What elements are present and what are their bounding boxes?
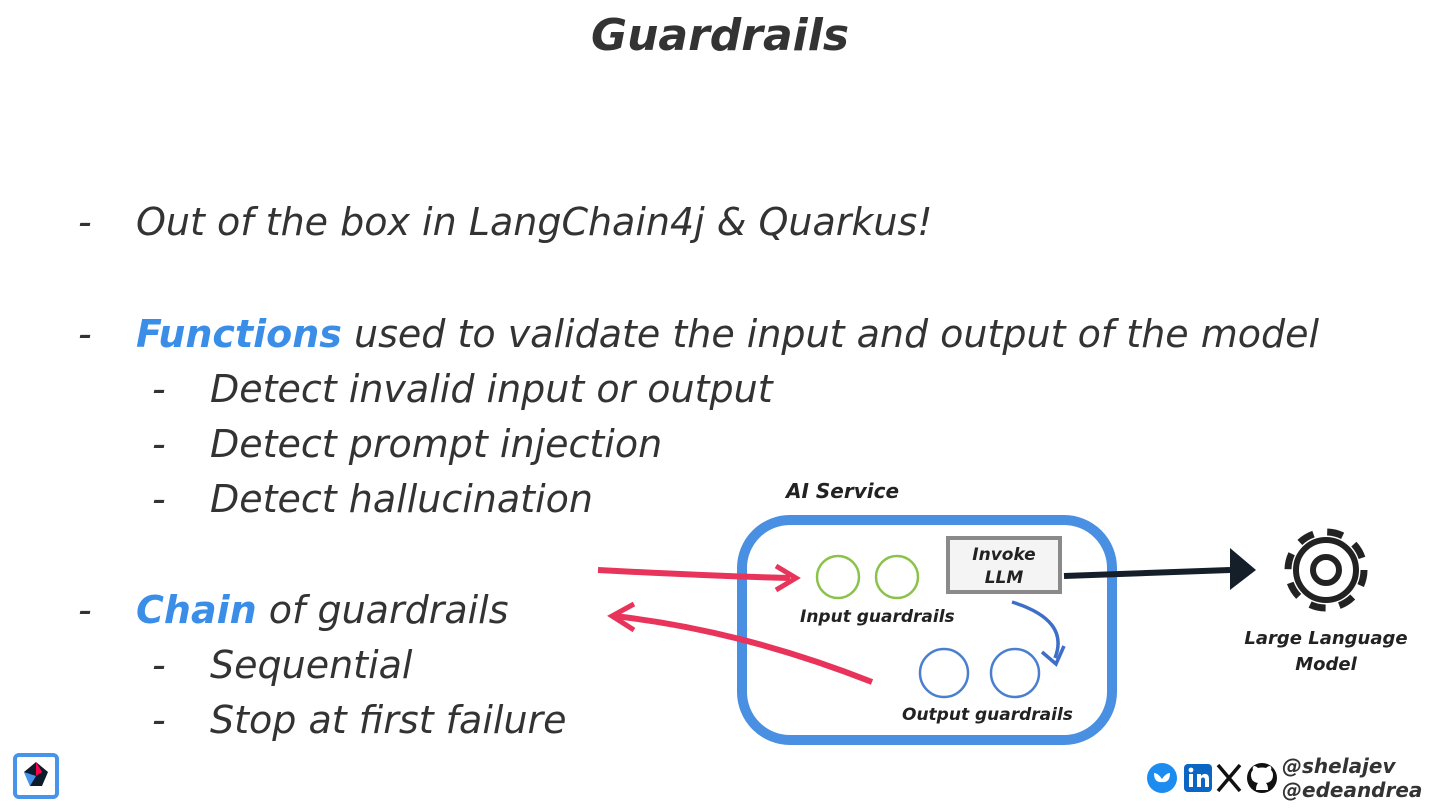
- llm-label-line2: Model: [1295, 654, 1357, 675]
- sub-bullet: -Detect prompt injection: [152, 422, 662, 466]
- x-icon[interactable]: [1216, 763, 1242, 793]
- social-icons: [1147, 763, 1277, 793]
- output-guardrail-circle: [918, 647, 970, 699]
- bullet-functions: -Functions used to validate the input an…: [78, 312, 1319, 356]
- bullet-dash: -: [152, 422, 166, 466]
- input-guardrail-circle: [874, 554, 920, 600]
- sub-bullet-text: Stop at first failure: [210, 698, 567, 742]
- input-guardrails-label: Input guardrails: [800, 607, 955, 627]
- github-icon[interactable]: [1247, 763, 1277, 793]
- sub-bullet-text: Detect hallucination: [210, 477, 593, 521]
- request-in-arrow: [597, 567, 791, 581]
- service-to-llm-arrow: [1063, 567, 1231, 579]
- sub-bullet: -Stop at first failure: [152, 698, 567, 742]
- ai-service-label: AI Service: [784, 479, 899, 503]
- bullet-dash: -: [152, 643, 166, 687]
- linkedin-icon[interactable]: [1184, 764, 1212, 792]
- llm-to-output-arrowhead: [1040, 645, 1066, 667]
- bullet-text: of guardrails: [256, 588, 509, 632]
- response-out-arrow: [613, 613, 874, 685]
- gear-icon: [1284, 528, 1368, 612]
- bullet-out-of-box: -Out of the box in LangChain4j & Quarkus…: [78, 200, 933, 244]
- quarkus-logo-icon: [13, 753, 59, 799]
- response-out-arrowhead: [607, 601, 636, 633]
- bullet-dash: -: [78, 588, 92, 632]
- guardrails-diagram: AI Service Invoke LLM Input guardrails O…: [597, 479, 1408, 745]
- bullet-dash: -: [78, 200, 92, 244]
- invoke-label: Invoke: [972, 545, 1035, 565]
- sub-bullet-text: Detect prompt injection: [210, 422, 663, 466]
- input-guardrail-circle: [815, 554, 861, 600]
- output-guardrails-label: Output guardrails: [902, 705, 1073, 725]
- llm-to-output-arrow: [1011, 600, 1060, 659]
- handle-edeandrea[interactable]: @edeandrea: [1282, 778, 1423, 802]
- bullet-chain: -Chain of guardrails: [78, 588, 509, 632]
- slide-title: Guardrails: [590, 10, 850, 61]
- sub-bullet: -Detect invalid input or output: [152, 367, 773, 411]
- llm-label-line1: Large Language: [1244, 628, 1407, 649]
- sub-bullet-text: Sequential: [210, 643, 413, 687]
- invoke-llm-box: [946, 536, 1062, 594]
- ai-service-box: [737, 515, 1117, 745]
- sub-bullet: -Detect hallucination: [152, 477, 593, 521]
- bullet-dash: -: [152, 698, 166, 742]
- bluesky-icon[interactable]: [1147, 763, 1177, 793]
- service-to-llm-arrowhead: [1230, 548, 1256, 590]
- bullet-text: Out of the box in LangChain4j & Quarkus!: [136, 200, 933, 244]
- llm-label: LLM: [985, 568, 1024, 588]
- sub-bullet-text: Detect invalid input or output: [210, 367, 773, 411]
- bullet-text: used to validate the input and output of…: [341, 312, 1320, 356]
- bullet-dash: -: [152, 477, 166, 521]
- highlight-chain: Chain: [136, 588, 257, 632]
- output-guardrail-circle: [989, 647, 1041, 699]
- bullet-dash: -: [152, 367, 166, 411]
- highlight-functions: Functions: [136, 312, 342, 356]
- handle-shelajev[interactable]: @shelajev: [1282, 754, 1396, 778]
- bullet-dash: -: [78, 312, 92, 356]
- sub-bullet: -Sequential: [152, 643, 412, 687]
- author-handles: @shelajev @edeandrea: [1282, 754, 1422, 802]
- request-in-arrowhead: [774, 563, 801, 593]
